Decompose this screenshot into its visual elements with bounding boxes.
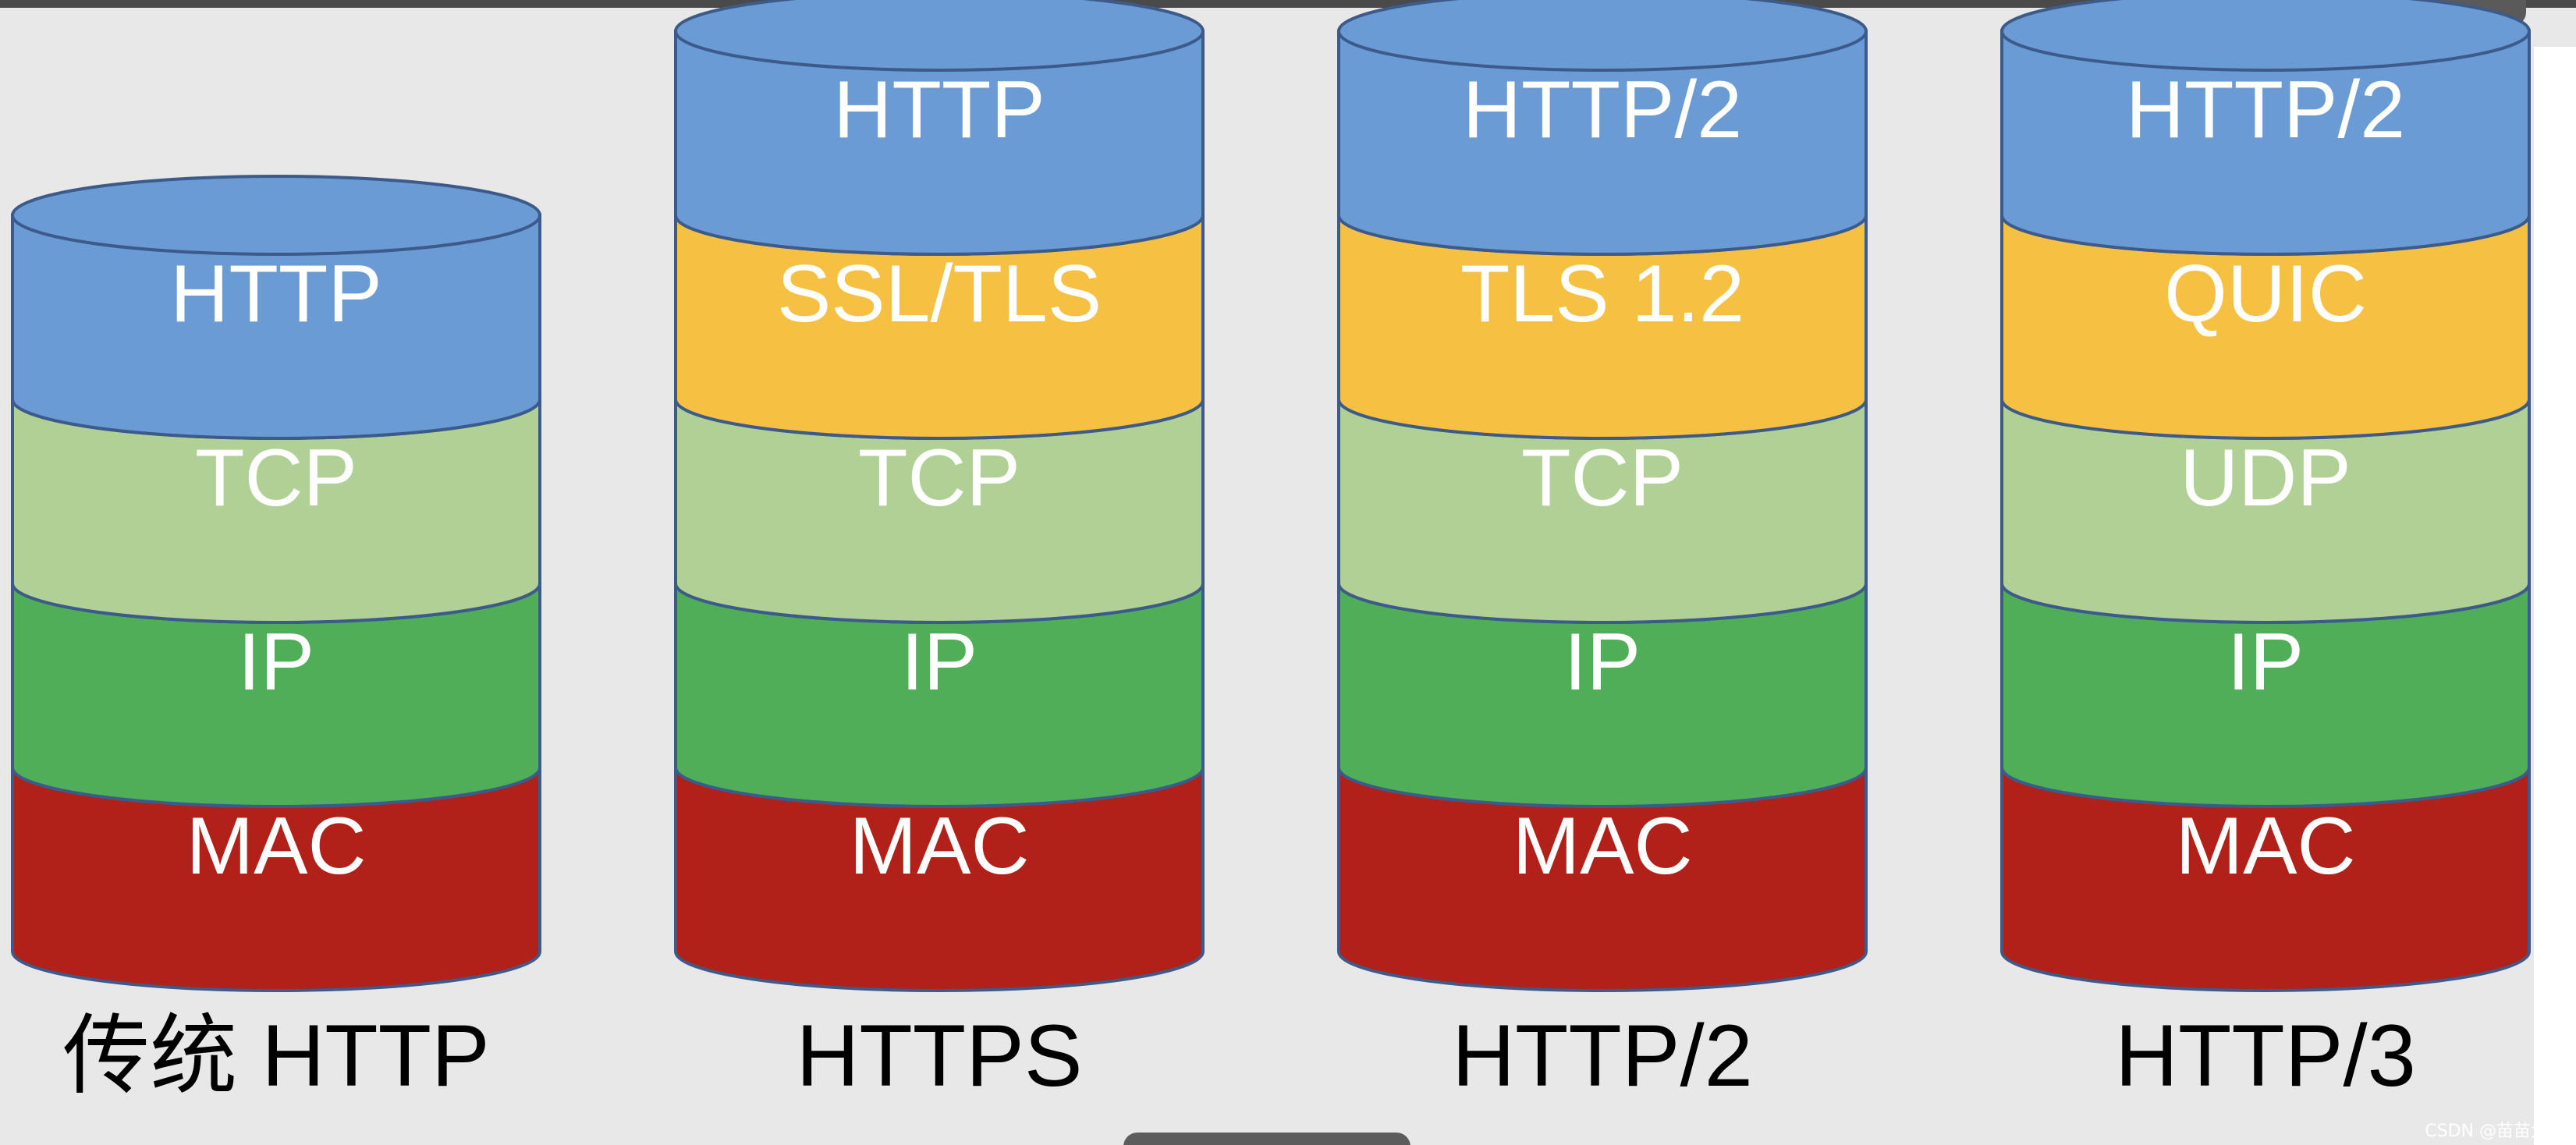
layer-http-2: HTTP/2 [2000, 0, 2531, 256]
layer-body [674, 214, 1205, 440]
layer-label: TCP [195, 433, 357, 523]
layer-body [1337, 30, 1868, 256]
layer-body [2000, 398, 2531, 624]
layer-body [2000, 766, 2531, 992]
layer-label: HTTP [833, 65, 1045, 155]
layer-label: QUIC [2164, 249, 2367, 339]
layer-body [2000, 582, 2531, 808]
layer-body [674, 582, 1205, 808]
layer-body [1337, 582, 1868, 808]
layer-http: HTTP [674, 0, 1205, 256]
layer-label: TLS 1.2 [1460, 249, 1744, 339]
layer-label: HTTP [170, 249, 382, 339]
layer-label: MAC [1512, 801, 1692, 892]
stack-title: 传统 HTTP [62, 1007, 490, 1104]
layer-label: MAC [849, 801, 1029, 892]
stack-title: HTTP/2 [1452, 1007, 1753, 1104]
layer-body [11, 214, 541, 440]
layer-body [11, 582, 541, 808]
layer-body [1337, 766, 1868, 992]
stack-1: MAC IP TCP HTTP 传统 HTTP [11, 175, 541, 1104]
layer-body [1337, 214, 1868, 440]
stack-2: MAC IP TCP SSL/TLS HTTP HTTPS [674, 0, 1205, 1104]
layer-label: IP [238, 617, 314, 707]
layer-body [674, 766, 1205, 992]
layer-body [2000, 30, 2531, 256]
layer-label: MAC [2175, 801, 2355, 892]
layer-http-2: HTTP/2 [1337, 0, 1868, 256]
layer-top-ellipse [2000, 0, 2531, 72]
layer-top-ellipse [1337, 0, 1868, 72]
layer-label: IP [2227, 617, 2304, 707]
stack-title: HTTPS [796, 1007, 1082, 1104]
layer-label: TCP [858, 433, 1020, 523]
layer-label: HTTP/2 [2126, 65, 2405, 155]
layer-body [674, 30, 1205, 256]
layer-body [11, 398, 541, 624]
layer-label: SSL/TLS [777, 249, 1102, 339]
layer-body [11, 766, 541, 992]
layer-label: MAC [186, 801, 366, 892]
layer-http: HTTP [11, 175, 541, 440]
layer-label: IP [901, 617, 978, 707]
layer-label: IP [1564, 617, 1641, 707]
layer-label: UDP [2180, 433, 2351, 523]
layer-body [1337, 398, 1868, 624]
layer-top-ellipse [11, 175, 541, 256]
layer-label: HTTP/2 [1463, 65, 1742, 155]
bottom-scroll-handle[interactable] [1123, 1133, 1410, 1145]
window-top-bar [0, 0, 2576, 8]
stack-title: HTTP/3 [2115, 1007, 2416, 1104]
layer-body [2000, 214, 2531, 440]
layer-label: TCP [1521, 433, 1684, 523]
scrollbar-track[interactable] [2534, 47, 2576, 1145]
layer-body [674, 398, 1205, 624]
layer-top-ellipse [674, 0, 1205, 72]
watermark: CSDN @苗苗大佬 [2425, 1122, 2565, 1141]
